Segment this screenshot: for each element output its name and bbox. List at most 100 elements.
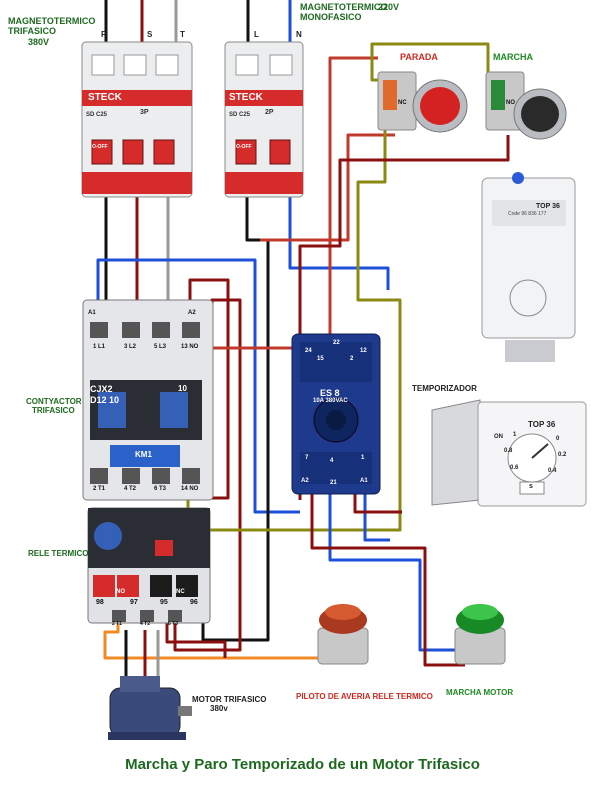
wire-red-2 <box>260 133 395 242</box>
timer-dial-0: 1 <box>513 432 517 438</box>
breaker-2p <box>224 41 304 198</box>
th-98: 98 <box>96 599 104 606</box>
ct-top-4: 13 NO <box>181 344 199 350</box>
timer-dial-2: 0.6 <box>510 465 519 471</box>
wire-olive-top <box>370 42 490 85</box>
breaker-3p <box>81 41 193 198</box>
timer-on-label: ON <box>494 434 503 440</box>
ct-coil-a2: A2 <box>188 310 196 316</box>
wire-orange <box>103 615 322 660</box>
ct-top-3: 5 L3 <box>154 344 167 350</box>
marcha-label: MARCHA <box>493 52 533 62</box>
th-97: 97 <box>130 599 138 606</box>
phase-s: S <box>147 30 153 39</box>
breaker2p-model: SD C25 <box>229 112 251 118</box>
breaker2p-off: O-OFF <box>236 144 252 150</box>
timer-base <box>291 333 381 495</box>
timer-base-model: ES 8 <box>320 388 340 398</box>
mag-mono-line2: MONOFASICO <box>300 12 362 23</box>
breaker3p-off: O-OFF <box>92 144 108 150</box>
contactor-line2: TRIFASICO <box>32 406 75 416</box>
relay-top36-code: Code 96 836 177 <box>508 211 547 217</box>
contactor <box>82 299 214 501</box>
ct-bot-2: 4 T2 <box>124 486 137 492</box>
breaker2p-brand: STECK <box>229 92 263 103</box>
mag-mono-label: MAGNETOTERMICO MONOFASICO <box>300 2 387 23</box>
tb-pin-a1: A1 <box>360 478 368 484</box>
piloto-label: PILOTO DE AVERIA RELE TERMICO <box>296 692 433 701</box>
timer-dial-4: 0.2 <box>558 452 567 458</box>
mag-tri-volt: 380V <box>28 36 50 47</box>
mag-mono-volt: 220V <box>378 2 400 12</box>
tb-pin-24: 24 <box>305 348 312 354</box>
tb-pin-21: 21 <box>330 480 337 486</box>
phase-n: N <box>296 30 302 39</box>
th-95: 95 <box>160 599 168 606</box>
breaker3p-poles: 3P <box>140 109 149 116</box>
contactor-model2: D12 10 <box>90 395 120 405</box>
timer-base-rating: 10A 380VAC <box>313 398 348 404</box>
breaker3p-brand: STECK <box>88 92 122 103</box>
timer-dial-3: 0.4 <box>548 468 557 474</box>
pilot-light-fault <box>317 604 369 665</box>
timer-top36-name: TOP 36 <box>528 420 556 429</box>
tb-pin-1: 1 <box>361 455 365 461</box>
breaker2p-poles: 2P <box>265 109 274 116</box>
contactor-line1: CONTYACTOR <box>26 397 82 406</box>
start-button <box>485 71 567 140</box>
breaker3p-model: SD C25 <box>86 112 108 118</box>
diagram-title: Marcha y Paro Temporizado de un Motor Tr… <box>125 756 480 773</box>
tb-pin-15: 15 <box>317 356 324 362</box>
tb-pin-a2: A2 <box>301 478 309 484</box>
phase-r: R <box>101 30 107 39</box>
tb-pin-22: 22 <box>333 340 340 346</box>
timer-dial-top36 <box>431 399 587 507</box>
relay-top36-name: TOP 36 <box>536 203 560 210</box>
contactor-name: KM1 <box>135 450 152 459</box>
th-no: NO <box>116 589 125 595</box>
mag-mono-line1: MAGNETOTERMICO <box>300 2 388 12</box>
stop-nc-label: NC <box>398 100 407 106</box>
ct-bot-4: 14 NO <box>181 486 199 492</box>
wire-black-2p <box>201 192 270 642</box>
th-96: 96 <box>190 599 198 606</box>
wire-blue-top <box>96 258 300 514</box>
wire-darkred-timer <box>310 492 465 667</box>
motor-line1: MOTOR TRIFASICO <box>192 695 267 704</box>
pilot-light-run <box>454 604 506 665</box>
wire-darkred-timer2 <box>353 492 402 514</box>
tb-pin-2: 2 <box>350 356 354 362</box>
ct-top-1: 1 L1 <box>93 344 106 350</box>
ct-top-2: 3 L2 <box>124 344 137 350</box>
motor <box>108 676 192 740</box>
motor-line2: 380v <box>210 704 228 714</box>
tb-pin-12: 12 <box>360 348 367 354</box>
ct-bot-3: 6 T3 <box>154 486 167 492</box>
temporizador-label: TEMPORIZADOR <box>412 384 477 393</box>
stop-button <box>377 71 468 133</box>
marcha-motor-label: MARCHA MOTOR <box>446 688 514 697</box>
contactor-aux: 10 <box>178 384 187 393</box>
timer-unit: s <box>529 483 533 490</box>
contactor-label: CONTYACTOR TRIFASICO <box>26 397 82 415</box>
th-out-3: 6 T3 <box>168 621 179 627</box>
start-no-label: NO <box>506 100 515 106</box>
th-out-2: 4 T2 <box>140 621 151 627</box>
contactor-model1: CJX2 <box>90 384 113 394</box>
timer-relay-top36 <box>481 172 576 362</box>
wire-olive-loop <box>186 128 402 532</box>
tb-pin-7: 7 <box>305 455 309 461</box>
mag-tri-line1: MAGNETOTERMICO <box>8 16 96 26</box>
tb-pin-4: 4 <box>330 458 334 464</box>
motor-label: MOTOR TRIFASICO 380v <box>192 695 267 713</box>
phase-l: L <box>254 30 259 39</box>
th-nc: NC <box>176 589 185 595</box>
ct-coil-a1: A1 <box>88 310 96 316</box>
timer-dial-1: 0.8 <box>504 448 513 454</box>
th-out-1: 2 T1 <box>112 621 123 627</box>
wire-darkred-marcha <box>298 135 510 500</box>
ct-bot-1: 2 T1 <box>93 486 106 492</box>
wire-blue-2p <box>288 192 390 290</box>
mag-tri-line2: TRIFASICO <box>8 26 57 37</box>
